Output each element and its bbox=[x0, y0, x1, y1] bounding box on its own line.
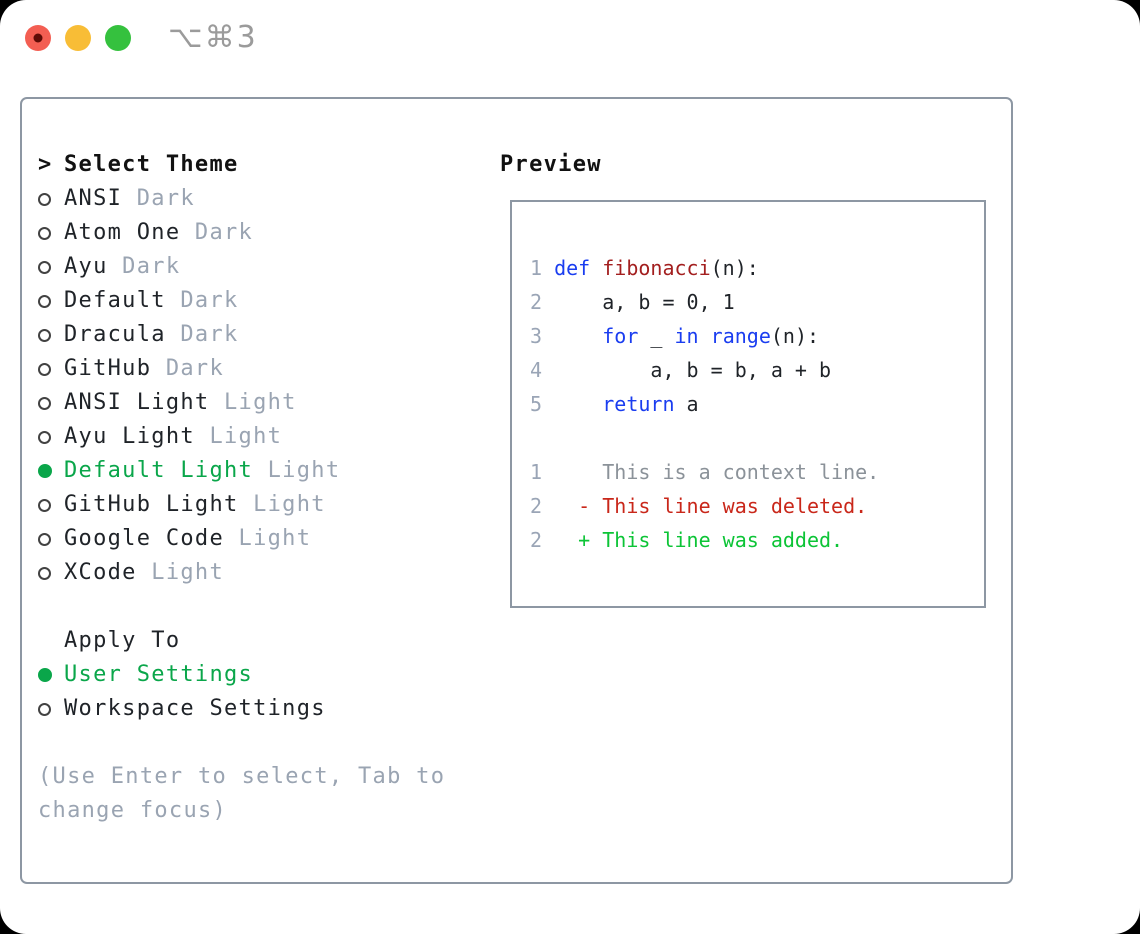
preview-heading: Preview bbox=[500, 152, 602, 177]
diff-line-context: 1 This is a context line. bbox=[530, 460, 880, 484]
theme-option-dracula[interactable]: Dracula Dark bbox=[38, 318, 445, 352]
diff-line-deleted: 2 - This line was deleted. bbox=[530, 494, 868, 518]
theme-option-ayu-light[interactable]: Ayu Light Light bbox=[38, 420, 445, 454]
cursor-icon: > bbox=[38, 152, 53, 177]
hint-text: (Use Enter to select, Tab to change focu… bbox=[38, 760, 445, 828]
line-number: 4 bbox=[530, 358, 555, 382]
select-theme-header: > Select Theme bbox=[38, 148, 445, 182]
theme-name: Ayu Light bbox=[64, 424, 195, 449]
code-line: 5 return a bbox=[530, 392, 699, 416]
radio-icon bbox=[38, 328, 51, 342]
line-number: 1 bbox=[530, 256, 555, 280]
minimize-button[interactable] bbox=[65, 25, 91, 51]
theme-name: GitHub bbox=[64, 356, 152, 381]
radio-icon bbox=[38, 430, 51, 444]
theme-variant: Light bbox=[209, 390, 297, 415]
theme-variant: Dark bbox=[107, 254, 181, 279]
line-number: 1 bbox=[530, 460, 555, 484]
radio-icon bbox=[38, 702, 51, 716]
diff-line-added: 2 + This line was added. bbox=[530, 528, 844, 552]
theme-option-google-code[interactable]: Google Code Light bbox=[38, 522, 445, 556]
apply-option-workspace-settings[interactable]: Workspace Settings bbox=[38, 692, 445, 726]
theme-option-github-light[interactable]: GitHub Light Light bbox=[38, 488, 445, 522]
radio-selected-icon bbox=[38, 668, 52, 682]
theme-option-ayu[interactable]: Ayu Dark bbox=[38, 250, 445, 284]
radio-icon bbox=[38, 362, 51, 376]
line-number: 2 bbox=[530, 528, 555, 552]
theme-variant: Light bbox=[194, 424, 283, 449]
theme-variant: Dark bbox=[122, 186, 195, 211]
radio-icon bbox=[38, 566, 51, 580]
code-line: 1 def fibonacci(n): bbox=[530, 256, 759, 280]
theme-option-default[interactable]: Default Dark bbox=[38, 284, 445, 318]
theme-name: Atom One bbox=[64, 220, 181, 245]
theme-name: GitHub Light bbox=[64, 492, 239, 517]
theme-variant: Light bbox=[253, 458, 341, 483]
theme-option-default-light[interactable]: Default Light Light bbox=[38, 454, 445, 488]
diff-preview: 1 This is a context line. 2 - This line w… bbox=[530, 455, 879, 557]
code-line: 4 a, b = b, a + b bbox=[530, 358, 832, 382]
theme-variant: Light bbox=[238, 492, 326, 517]
theme-variant: Dark bbox=[165, 322, 239, 347]
theme-variant: Light bbox=[224, 526, 312, 551]
radio-selected-icon bbox=[38, 464, 52, 478]
line-number: 3 bbox=[530, 324, 555, 348]
spacer bbox=[38, 590, 445, 624]
theme-name: Dracula bbox=[64, 322, 166, 347]
window-title: ⌥⌘3 bbox=[168, 20, 258, 55]
zoom-button[interactable] bbox=[105, 25, 131, 51]
theme-name: Google Code bbox=[64, 526, 224, 551]
radio-icon bbox=[38, 260, 51, 274]
code-line: 3 for _ in range(n): bbox=[530, 324, 820, 348]
theme-option-xcode[interactable]: XCode Light bbox=[38, 556, 445, 590]
code-line: 2 a, b = 0, 1 bbox=[530, 290, 735, 314]
theme-name: Default bbox=[64, 288, 166, 313]
theme-name: ANSI Light bbox=[64, 390, 210, 415]
theme-variant: Light bbox=[136, 560, 225, 585]
theme-name: Ayu bbox=[64, 254, 108, 279]
apply-option-user-settings[interactable]: User Settings bbox=[38, 658, 445, 692]
window-controls bbox=[25, 25, 131, 51]
hint-line-1: (Use Enter to select, Tab to bbox=[38, 764, 446, 789]
radio-icon bbox=[38, 532, 51, 546]
theme-option-ansi-light[interactable]: ANSI Light Light bbox=[38, 386, 445, 420]
apply-to-header: Apply To bbox=[38, 624, 445, 658]
radio-icon bbox=[38, 226, 51, 240]
hint-line-2: change focus) bbox=[38, 798, 228, 823]
theme-name: XCode bbox=[64, 560, 137, 585]
select-theme-label: Select Theme bbox=[64, 152, 239, 177]
line-number: 2 bbox=[530, 494, 555, 518]
apply-to-label: Apply To bbox=[64, 628, 181, 653]
close-dot-icon bbox=[33, 33, 43, 43]
blank-line bbox=[530, 421, 879, 455]
apply-option-label: User Settings bbox=[64, 662, 254, 687]
radio-icon bbox=[38, 396, 51, 410]
radio-icon bbox=[38, 294, 51, 308]
apply-option-label: Workspace Settings bbox=[64, 696, 326, 721]
radio-icon bbox=[38, 498, 51, 512]
theme-name: ANSI bbox=[64, 186, 123, 211]
theme-variant: Dark bbox=[180, 220, 254, 245]
theme-variant: Dark bbox=[151, 356, 225, 381]
close-button[interactable] bbox=[25, 25, 51, 51]
line-number: 2 bbox=[530, 290, 555, 314]
theme-option-ansi[interactable]: ANSI Dark bbox=[38, 182, 445, 216]
preview-box bbox=[510, 200, 986, 608]
theme-option-atom-one[interactable]: Atom One Dark bbox=[38, 216, 445, 250]
radio-icon bbox=[38, 192, 51, 206]
spacer bbox=[38, 726, 445, 760]
line-number: 5 bbox=[530, 392, 555, 416]
preview-content: 1 def fibonacci(n): 2 a, b = 0, 1 3 for _ … bbox=[530, 251, 879, 557]
theme-option-github[interactable]: GitHub Dark bbox=[38, 352, 445, 386]
theme-name: Default Light bbox=[64, 458, 254, 483]
code-preview: 1 def fibonacci(n): 2 a, b = 0, 1 3 for _ … bbox=[530, 251, 879, 421]
theme-variant: Dark bbox=[165, 288, 239, 313]
